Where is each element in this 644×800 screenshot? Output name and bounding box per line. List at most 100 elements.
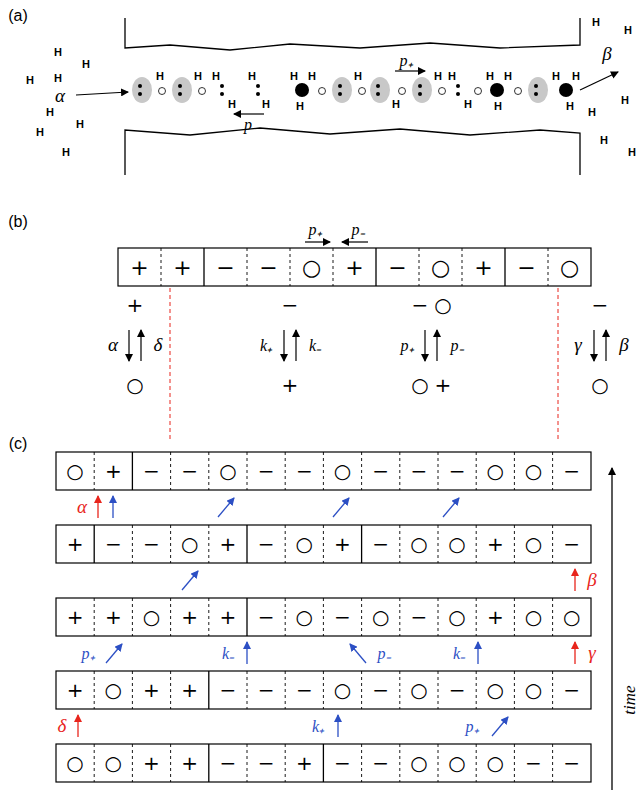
atom-label: H (434, 70, 442, 82)
site-state: ○ (487, 751, 504, 775)
lattice-rows (56, 452, 591, 782)
step-label: p₋ (378, 642, 391, 664)
site-state: ○ (105, 751, 122, 775)
site-state: + (220, 605, 237, 629)
site-state: ○ (410, 532, 427, 556)
atom-label: H (486, 70, 494, 82)
cell-divider (514, 598, 515, 636)
cell-divider (132, 671, 133, 709)
site-state: − (388, 255, 406, 280)
atom-label: H (82, 58, 90, 70)
atom-label: H (494, 100, 502, 112)
lattice-row (118, 248, 591, 286)
site-state: − (372, 751, 389, 775)
cell-divider (285, 525, 286, 563)
atom-label: H (156, 70, 164, 82)
cell-divider (399, 744, 400, 782)
site-state: − (525, 751, 542, 775)
site-state: ○ (296, 532, 313, 556)
atom-label: H (588, 106, 596, 118)
site-state: ○ (181, 532, 198, 556)
reaction-label: ○ (126, 373, 143, 397)
site-state: + (220, 532, 237, 556)
rate-label: α (55, 85, 65, 107)
site-state: ○ (302, 255, 321, 280)
reaction-label: − (592, 293, 609, 317)
time-arrow (611, 468, 612, 790)
site-state: + (173, 255, 191, 280)
cell-divider (323, 598, 324, 636)
cell-divider (361, 671, 362, 709)
cell-divider (514, 525, 515, 563)
cell-divider (361, 525, 362, 563)
site-state: + (143, 751, 160, 775)
cell-divider (399, 598, 400, 636)
atom-label: H (392, 98, 400, 110)
site-state: ○ (448, 751, 465, 775)
cell-divider (548, 248, 549, 286)
cell-divider (132, 744, 133, 782)
atom-label: H (308, 70, 316, 82)
site-state: ○ (334, 678, 351, 702)
cell-divider (94, 598, 95, 636)
cell-divider (94, 671, 95, 709)
cell-divider (247, 744, 248, 782)
reaction-label: + (435, 373, 452, 397)
site-state: − (143, 532, 160, 556)
reaction-label: γ (574, 334, 582, 356)
cell-divider (514, 452, 515, 490)
site-state: − (563, 532, 580, 556)
atom-label: H (572, 70, 580, 82)
site-state: + (143, 678, 160, 702)
cell-divider (476, 671, 477, 709)
step-arrows (78, 496, 575, 737)
site-state: − (334, 751, 351, 775)
site-state: − (372, 532, 389, 556)
hop-label: p (244, 116, 252, 134)
boundary-line (170, 288, 558, 440)
site-state: − (143, 459, 160, 483)
cell-divider (208, 452, 209, 490)
reaction-arrows (129, 330, 606, 361)
cell-divider (361, 452, 362, 490)
site-state: − (563, 751, 580, 775)
reaction-label: − (282, 293, 299, 317)
atom-label: H (448, 70, 456, 82)
site-state: + (474, 255, 492, 280)
reaction-label: + (127, 293, 144, 317)
reaction-label: + (282, 373, 299, 397)
cell-divider (208, 671, 209, 709)
cell-divider (203, 248, 204, 286)
step-label: p₊ (466, 715, 479, 737)
site-state: − (258, 532, 275, 556)
site-state: − (411, 605, 428, 629)
atom-label: H (26, 74, 34, 86)
site-state: − (258, 459, 275, 483)
site-state: ○ (219, 459, 236, 483)
site-state: ○ (431, 255, 450, 280)
cell-divider (290, 248, 291, 286)
site-state: − (449, 678, 466, 702)
site-state: ○ (66, 751, 83, 775)
atom-label: H (54, 46, 62, 58)
atom-label: H (552, 70, 560, 82)
cell-divider (476, 525, 477, 563)
cell-divider (170, 452, 171, 490)
cell-divider (438, 452, 439, 490)
cell-divider (323, 525, 324, 563)
cell-divider (247, 671, 248, 709)
atom-label: H (628, 146, 636, 158)
hop-label: p₊ (400, 49, 413, 71)
atom-label: H (600, 134, 608, 146)
site-state: − (258, 678, 275, 702)
cell-divider (285, 598, 286, 636)
site-state: − (411, 459, 428, 483)
cell-divider (208, 744, 209, 782)
site-state: − (372, 459, 389, 483)
reaction-label: k₋ (309, 334, 321, 356)
cell-dividers (94, 248, 552, 782)
atom-label: H (46, 106, 54, 118)
atom-label: H (248, 70, 256, 82)
cell-divider (476, 744, 477, 782)
